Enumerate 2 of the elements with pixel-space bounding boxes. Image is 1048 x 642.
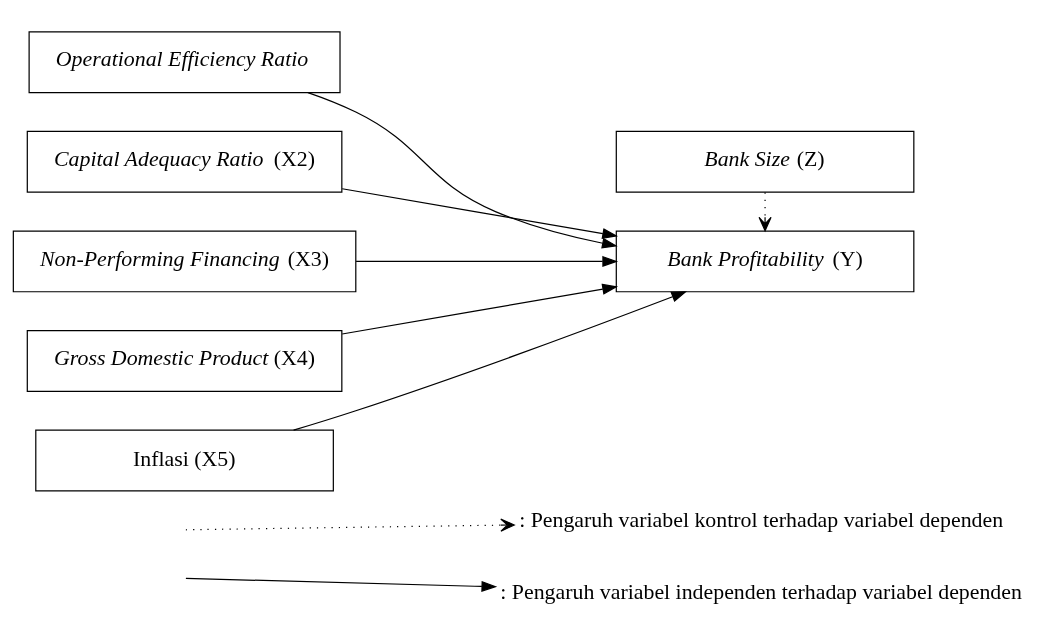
- legend-label: : Pengaruh variabel kontrol terhadap variabel dependen: [519, 507, 1004, 532]
- legend-label: : Pengaruh variabel independen terhadap variabel dependen: [500, 579, 1022, 604]
